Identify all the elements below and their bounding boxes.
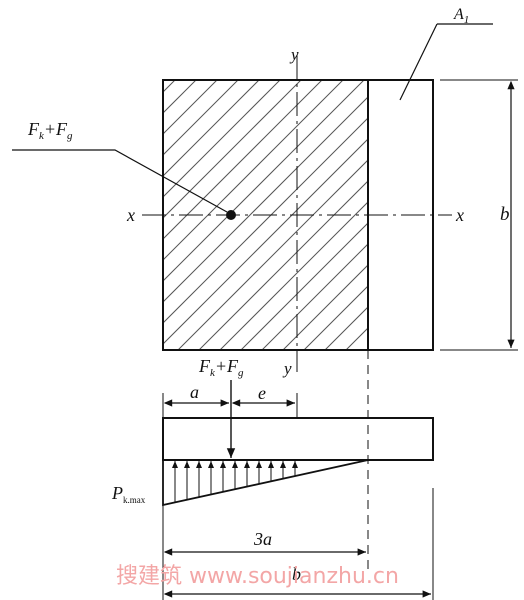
dim-a-label: a xyxy=(190,382,199,402)
hatch-line xyxy=(163,80,281,198)
dim-b-bottom-label: b xyxy=(292,564,301,584)
load-point-marker xyxy=(226,210,236,220)
pressure-arrows xyxy=(172,461,298,503)
load-leader-line xyxy=(12,149,228,213)
area-a1-label: A1 xyxy=(453,6,469,26)
axis-y-top-label: y xyxy=(289,45,299,64)
hatch-line xyxy=(163,80,218,135)
hatch-line xyxy=(303,285,368,350)
dim-b-right-label: b xyxy=(500,204,510,225)
hatch-line xyxy=(240,222,368,350)
watermark-text: 搜建筑 www.soujianzhu.cn xyxy=(116,564,399,589)
pressure-max-label: Pk.max xyxy=(111,483,146,505)
hatch-line xyxy=(219,201,368,350)
footing-section xyxy=(162,417,434,461)
load-label-bottom: Fk+Fg xyxy=(198,356,244,379)
hatch-line xyxy=(261,243,368,350)
dim-3a-label: 3a xyxy=(253,529,272,549)
pressure-triangle xyxy=(162,459,369,507)
hatch-line xyxy=(163,96,368,303)
axis-x-right-label: x xyxy=(455,205,464,225)
axis-y-bottom-label: y xyxy=(282,359,292,378)
dim-e-label: e xyxy=(258,383,266,403)
axis-x-left-label: x xyxy=(126,205,135,225)
hatch-line xyxy=(282,264,368,350)
hatch-line xyxy=(163,80,260,177)
area-a1-leader-line xyxy=(399,23,438,101)
hatch-line xyxy=(163,80,239,156)
load-label-top: Fk+Fg xyxy=(27,119,73,142)
